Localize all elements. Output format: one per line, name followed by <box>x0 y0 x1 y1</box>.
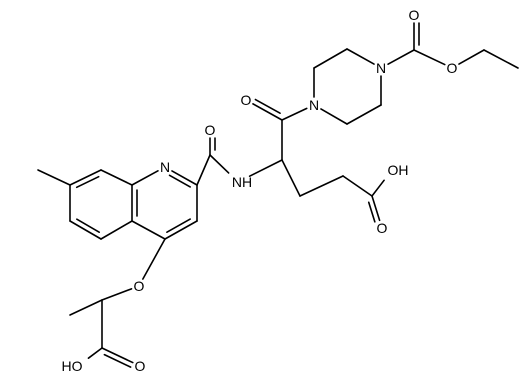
bond-cac-oac1-second-line <box>103 353 132 368</box>
atom-label-od2: O <box>377 220 388 236</box>
bond-np4-cc <box>387 49 415 65</box>
atom-label-n1: N <box>160 159 170 175</box>
atom-label-oe: O <box>134 278 145 294</box>
bond-p5-p6 <box>346 104 382 125</box>
bond-ck-ok <box>252 103 283 121</box>
bond-me7-c7 <box>37 169 71 186</box>
bond-n1-c2 <box>171 170 198 186</box>
bond-nam-ca <box>248 159 283 177</box>
bond-c8a-n1 <box>131 170 159 186</box>
bond-cet1-cet2 <box>483 49 519 69</box>
bond-cac-oac2 <box>87 347 103 360</box>
bond-c3-c4 <box>164 220 198 240</box>
atom-label-oc2: O <box>447 60 458 76</box>
bond-ca-cb <box>281 159 301 197</box>
bond-c4-c4a <box>131 220 166 240</box>
bond-c8-c8a <box>100 169 133 186</box>
bond-c3-c4-second-line <box>166 218 191 233</box>
bond-cb-cg <box>299 175 344 197</box>
bond-cq-cme <box>69 299 103 316</box>
bond-p3-np4 <box>346 48 375 65</box>
atom-label-oc1: O <box>409 7 420 23</box>
bond-cam-nam <box>209 154 230 174</box>
bond-cc-oc2 <box>413 49 446 66</box>
bond-cg-cd <box>342 175 373 197</box>
atom-label-oac1: O <box>135 358 146 374</box>
atom-label-ok: O <box>241 92 252 108</box>
atom-label-od1: OH <box>388 162 409 178</box>
bond-oc2-cet1 <box>458 49 485 65</box>
atom-label-nam: NH <box>232 174 252 190</box>
bond-cd-od2-second-line <box>367 201 376 223</box>
bond-ck-ok-second-line <box>254 98 281 115</box>
bond-c4a-c5 <box>100 220 133 240</box>
bond-cd-od1 <box>371 179 385 197</box>
atom-label-np4: N <box>376 60 386 76</box>
bond-c4-oe <box>142 238 166 280</box>
bond-cd-od2 <box>371 195 381 222</box>
atom-label-np1: N <box>309 97 319 113</box>
bond-n1-c2-second-line <box>168 174 191 188</box>
bonds-layer <box>37 22 519 368</box>
bond-c5-c6 <box>69 220 102 240</box>
bond-ck-np1 <box>281 107 308 121</box>
bond-c5-c6-second-line <box>76 218 100 233</box>
bond-c7-c8 <box>69 169 102 186</box>
bond-p2-p3 <box>313 48 348 69</box>
bond-p6-np1 <box>320 108 348 125</box>
atom-label-oam: O <box>205 122 216 138</box>
bond-c2-cam <box>196 154 211 186</box>
bond-c7-c8-second-line <box>75 175 100 189</box>
atom-label-oac2: HO <box>62 358 83 374</box>
bond-cac-oac1 <box>101 347 134 364</box>
bond-oe-cq <box>101 288 133 301</box>
